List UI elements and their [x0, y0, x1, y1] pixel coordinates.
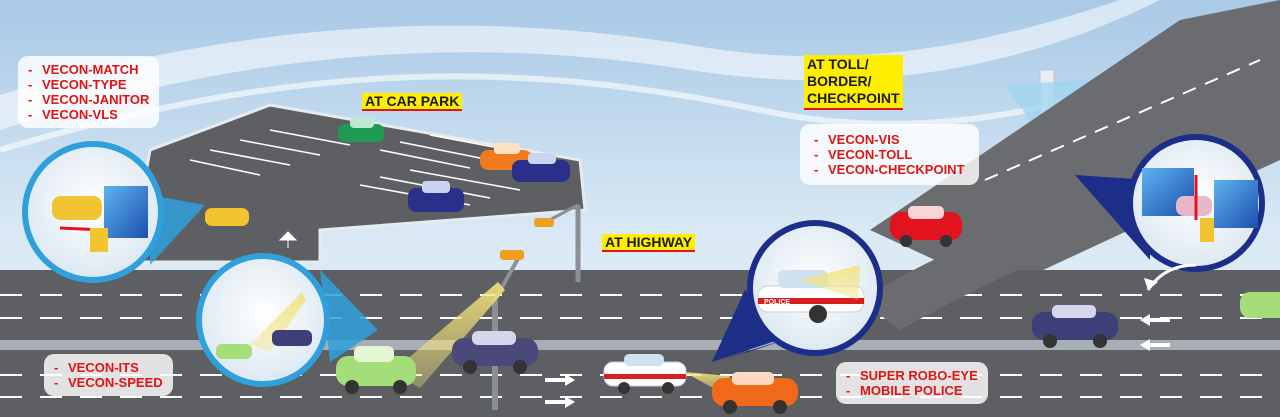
police-magnifier-pointer [720, 338, 790, 360]
car-navy-highway [1032, 305, 1118, 348]
feature-item: VECON-TOLL [814, 147, 965, 162]
feature-item: MOBILE POLICE [846, 383, 978, 398]
car-lime-highway [336, 346, 416, 394]
car-orange-highway [712, 372, 798, 414]
car-green-parked [338, 118, 384, 142]
toll-label-line-1: AT TOLL/ [807, 56, 869, 72]
car-lime-right-edge [1240, 292, 1280, 318]
car-park-feature-box: VECON-MATCH VECON-TYPE VECON-JANITOR VEC… [18, 56, 160, 128]
car-red-ramp [890, 206, 962, 247]
toll-curve-arrowhead [1144, 278, 1158, 290]
toll-magnifier [1127, 134, 1265, 272]
toll-feature-box: VECON-VIS VECON-TOLL VECON-CHECKPOINT [800, 124, 979, 185]
police-magnifier-tail [712, 290, 790, 362]
car-yellow-gate [205, 208, 249, 226]
location-label-toll: AT TOLL/ BORDER/ CHECKPOINT [804, 55, 903, 110]
mobile-feature-box: SUPER ROBO-EYE MOBILE POLICE [836, 362, 988, 404]
feature-item: VECON-MATCH [28, 62, 149, 77]
highway-median [0, 340, 1280, 350]
toll-label-line-2: BORDER/ [807, 73, 872, 89]
feature-item: VECON-SPEED [54, 375, 163, 390]
feature-item: SUPER ROBO-EYE [846, 368, 978, 383]
overpass-lane-marking [984, 59, 1261, 181]
lane-direction-arrows [545, 314, 1170, 408]
police-text: POLICE [764, 299, 790, 306]
toll-access-ramp [860, 190, 1140, 330]
car-park-exit-arrow [278, 231, 298, 248]
location-label-car-park: AT CAR PARK [362, 93, 463, 111]
location-label-highway: AT HIGHWAY [602, 234, 696, 252]
car-blue-parked [512, 153, 570, 182]
car-purple-highway [452, 331, 538, 374]
feature-item: VECON-TYPE [28, 77, 149, 92]
car-park-magnifier [22, 141, 164, 283]
car-blue-parked-2 [408, 181, 464, 212]
feature-item: VECON-VIS [814, 132, 965, 147]
police-car [603, 354, 687, 394]
highway-feature-box: VECON-ITS VECON-SPEED [44, 354, 173, 396]
sky-swoosh [0, 0, 1160, 130]
highway-camera-pole-2 [534, 203, 581, 282]
feature-item: VECON-ITS [54, 360, 163, 375]
feature-item: VECON-JANITOR [28, 92, 149, 107]
police-magnifier [747, 220, 883, 356]
toll-label-line-3: CHECKPOINT [807, 90, 900, 106]
feature-item: VECON-CHECKPOINT [814, 162, 965, 177]
highway-magnifier [196, 253, 330, 387]
highway-magnifier-pointer [320, 270, 378, 362]
overpass-road [870, 0, 1280, 290]
feature-item: VECON-VLS [28, 107, 149, 122]
